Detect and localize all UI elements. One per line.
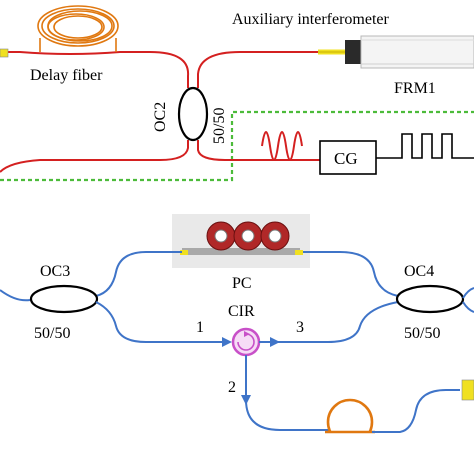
port2-label: 2 — [228, 379, 236, 396]
pc-label: PC — [232, 275, 252, 292]
bottom-section: PC OC3 50/50 1 CIR 3 OC4 50/50 — [0, 214, 474, 446]
top-fiber-lower-left — [0, 140, 189, 173]
oc4-output-fiber — [462, 287, 474, 299]
port2-arrow — [241, 395, 251, 405]
top-section: Delay fiber Auxiliary interferometer FRM… — [0, 5, 474, 182]
auxiliary-interferometer-label: Auxiliary interferometer — [232, 11, 389, 28]
oc4-coupler — [395, 284, 465, 314]
oc2-coupler — [177, 86, 209, 142]
cg-box — [319, 140, 377, 175]
polarization-controller-icon — [172, 214, 310, 268]
port1-arrow — [222, 337, 232, 347]
fiber-to-frm1 — [197, 51, 320, 88]
bottom-fiber-upper-arm-right — [303, 251, 399, 297]
oc4-output-fiber-lower — [462, 301, 474, 313]
top-fiber-lower-right — [197, 140, 320, 161]
oc3-input-fiber — [0, 289, 31, 302]
oc3-ratio-label: 50/50 — [34, 325, 70, 342]
delay-fiber-label: Delay fiber — [30, 67, 103, 84]
oc4-label: OC4 — [404, 263, 434, 280]
circulator-icon — [231, 327, 261, 357]
frm-device-icon — [318, 35, 474, 69]
left-fiber-stub — [0, 48, 9, 58]
cg-label: CG — [334, 149, 358, 168]
square-wave-icon — [395, 133, 474, 159]
fiber-coil-icon — [37, 5, 119, 47]
right-fiber-stub — [461, 379, 474, 401]
frm1-label: FRM1 — [394, 80, 436, 97]
oc3-label: OC3 — [40, 263, 70, 280]
sine-wave-icon — [261, 131, 303, 161]
auxiliary-dashed-box — [0, 110, 474, 182]
bottom-fiber-upper-arm-left — [95, 251, 182, 297]
oc2-ratio-label: 50/50 — [211, 108, 228, 144]
fiber-spool-icon — [325, 398, 375, 446]
bottom-fiber-from-cir-port3 — [259, 301, 399, 343]
top-fiber-upper — [0, 51, 190, 88]
oc3-coupler — [29, 284, 99, 314]
port3-label: 3 — [296, 319, 304, 336]
bottom-fiber-to-cir-port1 — [95, 301, 222, 343]
bottom-fiber-cir-port2 — [245, 355, 330, 431]
oc2-label: OC2 — [152, 102, 169, 132]
oc4-ratio-label: 50/50 — [404, 325, 440, 342]
port3-arrow — [270, 337, 280, 347]
spool-output-fiber — [372, 389, 460, 433]
cir-label: CIR — [228, 303, 255, 320]
port1-label: 1 — [196, 319, 204, 336]
